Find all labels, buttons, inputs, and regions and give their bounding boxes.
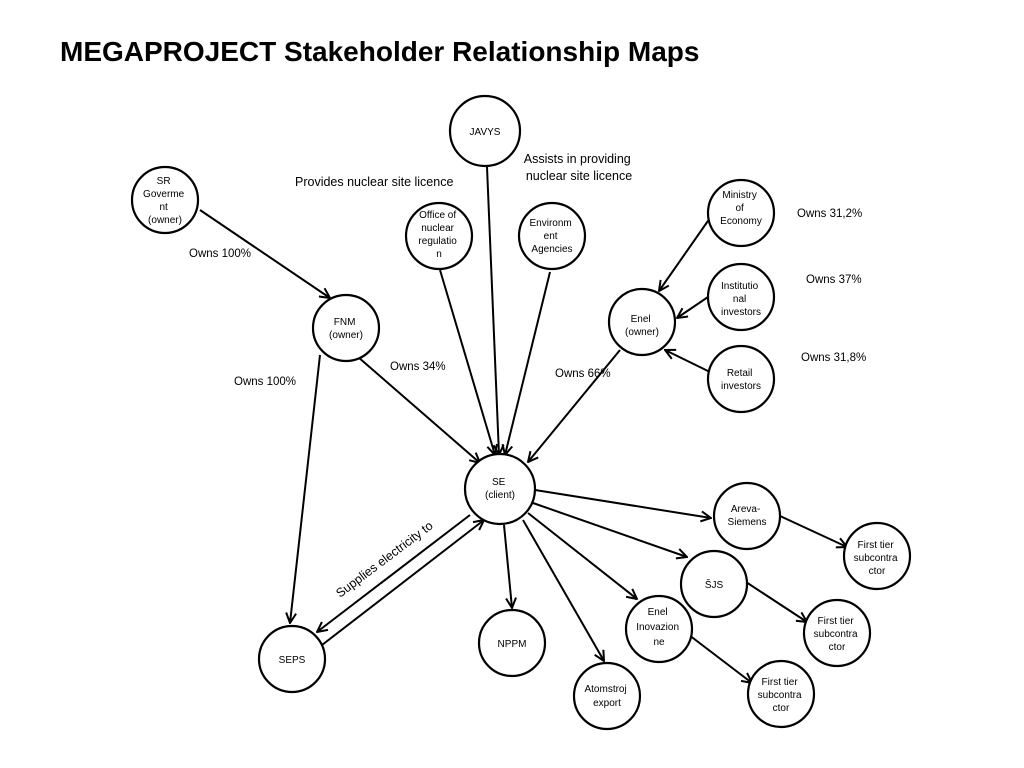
edge-institutional-to-enel	[677, 296, 709, 318]
node-areva-label: Areva- Siemens	[728, 504, 767, 528]
node-fnm-label: FNM (owner)	[329, 317, 363, 341]
node-atomstroj-label: Atomstroj export	[584, 684, 629, 709]
edge-se-to-sjs	[532, 502, 687, 557]
edges	[199, 166, 847, 683]
label-fnm-owns-se: Owns 34%	[390, 361, 446, 373]
node-fnm: FNM (owner)	[311, 293, 381, 363]
edge-javys-to-se	[486, 166, 499, 455]
node-enel-inovazione-label: Enel Inovazion ne	[636, 607, 682, 648]
edge-ministry-to-enel	[659, 217, 711, 291]
edge-se-to-areva	[534, 489, 711, 518]
edge-se-to-nppm	[503, 524, 512, 608]
edge-environment-to-se	[505, 271, 551, 455]
node-first-tier-subcontractor-1: First tier subcontra ctor	[842, 521, 912, 591]
node-first-tier-subcontractor-3: First tier subcontra ctor	[746, 659, 816, 729]
label-retail-owns: Owns 31,8%	[801, 352, 866, 364]
node-javys-label: JAVYS	[470, 127, 501, 138]
edge-retail-to-enel	[665, 350, 711, 373]
edge-sr-to-fnm	[199, 209, 330, 298]
edge-se-to-seps	[317, 514, 471, 632]
node-nppm: NPPM	[477, 608, 547, 678]
edge-enel-inovazione-to-first-tier-3	[688, 634, 752, 683]
node-se-label: SE (client)	[485, 477, 515, 501]
node-sr-government-label: SR Goverme nt (owner)	[143, 176, 187, 226]
edge-office-to-se	[439, 269, 495, 455]
label-assists-licence: Assists in providing nuclear site licenc…	[524, 152, 634, 183]
edge-areva-to-first-tier-1	[779, 515, 847, 547]
node-nppm-label: NPPM	[498, 639, 527, 650]
node-enel-inovazione: Enel Inovazion ne	[624, 594, 694, 664]
label-sr-owns-fnm: Owns 100%	[189, 248, 251, 260]
node-office-nuclear-label: Office of nuclear regulatio n	[418, 210, 459, 260]
node-sjs: ŠJS	[679, 549, 749, 619]
label-enel-owns-se: Owns 66%	[555, 368, 611, 380]
edge-sjs-to-first-tier-2	[745, 581, 807, 622]
node-se-client: SE (client)	[463, 452, 537, 526]
node-sjs-label: ŠJS	[705, 578, 724, 591]
node-javys: JAVYS	[448, 94, 522, 168]
node-environment-label: Environm ent Agencies	[529, 218, 574, 255]
node-first-tier-subcontractor-2: First tier subcontra ctor	[802, 598, 872, 668]
page-title: MEGAPROJECT Stakeholder Relationship Map…	[60, 36, 700, 67]
label-fnm-owns-seps: Owns 100%	[234, 376, 296, 388]
node-institutional-label: Institutio nal investors	[721, 281, 761, 318]
edge-se-to-atomstroj	[522, 519, 604, 661]
node-sr-government: SR Goverme nt (owner)	[130, 165, 200, 235]
node-office-nuclear-regulation: Office of nuclear regulatio n	[404, 201, 474, 271]
node-seps-label: SEPS	[279, 655, 306, 666]
node-institutional-investors: Institutio nal investors	[706, 262, 776, 332]
label-supplies-electricity: Supplies electricity to	[333, 519, 435, 601]
label-provides-licence: Provides nuclear site licence	[295, 175, 453, 189]
edge-fnm-to-seps	[290, 354, 321, 623]
edge-fnm-to-se	[357, 356, 480, 463]
node-atomstroj-export: Atomstroj export	[572, 661, 642, 731]
node-first-tier-3-label: First tier subcontra ctor	[758, 677, 805, 714]
edge-enel-to-se	[528, 349, 621, 462]
edge-se-to-enel-inovazione	[527, 512, 637, 599]
node-retail-label: Retail investors	[721, 368, 761, 392]
label-institutional-owns: Owns 37%	[806, 274, 862, 286]
node-retail-investors: Retail investors	[706, 344, 776, 414]
node-enel-owner: Enel (owner)	[607, 287, 677, 357]
nodes: SR Goverme nt (owner) FNM (owner) JAVYS …	[130, 94, 912, 731]
node-first-tier-1-label: First tier subcontra ctor	[854, 540, 901, 577]
edge-seps-to-se	[321, 520, 484, 646]
node-environment-agencies: Environm ent Agencies	[517, 201, 587, 271]
node-first-tier-2-label: First tier subcontra ctor	[814, 616, 861, 653]
node-seps: SEPS	[257, 624, 327, 694]
node-areva-siemens: Areva- Siemens	[712, 481, 782, 551]
node-ministry-of-economy: Ministry of Economy	[706, 178, 776, 248]
node-ministry-label: Ministry of Economy	[720, 190, 762, 227]
node-enel-label: Enel (owner)	[625, 314, 659, 338]
label-ministry-owns: Owns 31,2%	[797, 208, 862, 220]
